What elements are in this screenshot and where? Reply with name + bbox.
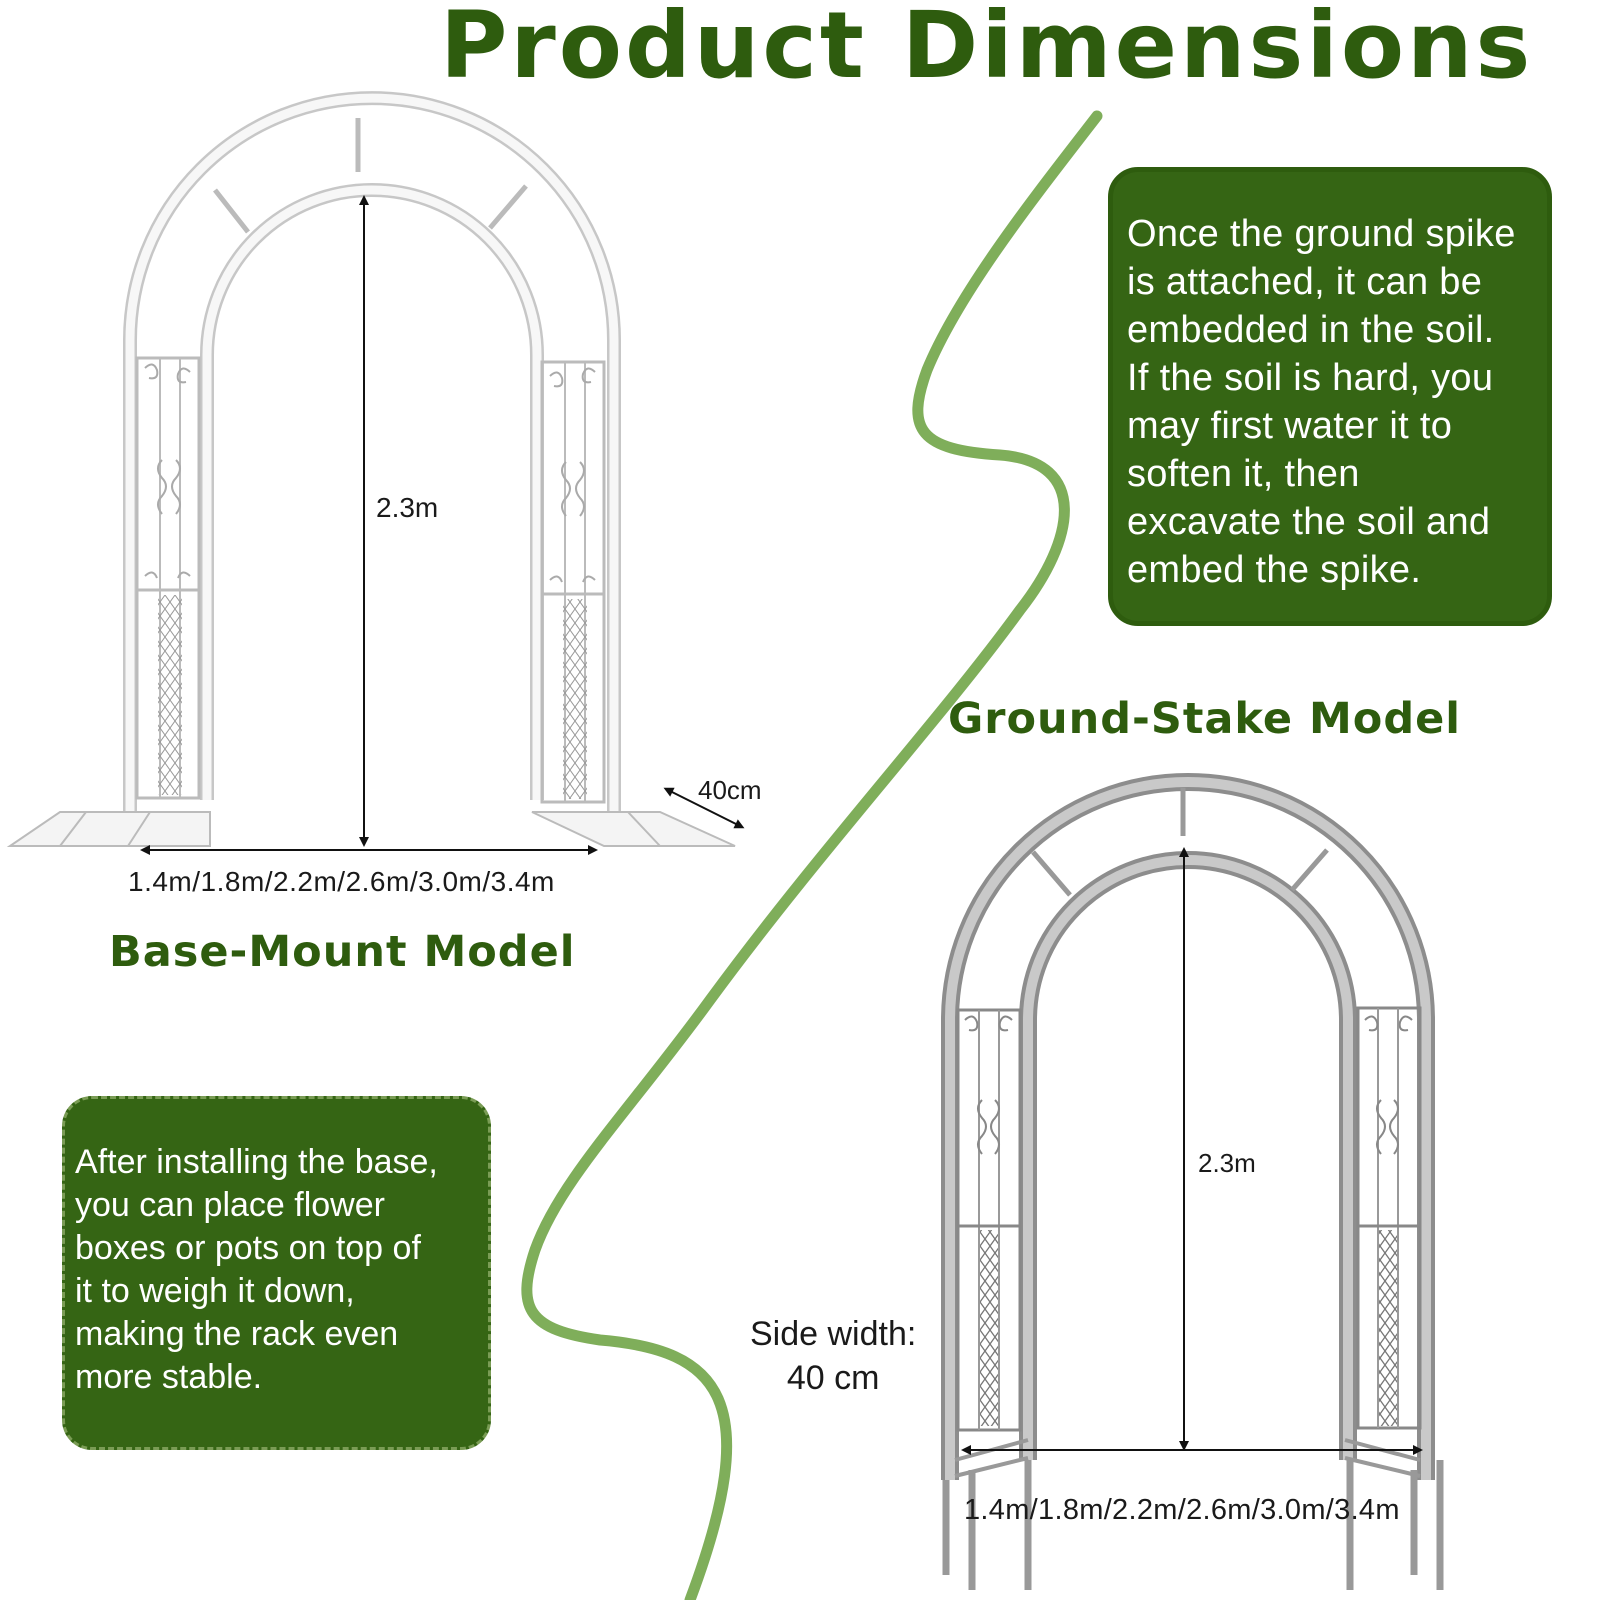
ground-stake-model-label: Ground-Stake Model (948, 694, 1462, 744)
base-mount-note-text: After installing the base, you can place… (75, 1143, 438, 1396)
stake-height-label: 2.3m (1198, 1148, 1256, 1178)
stake-side-width-label: Side width: 40 cm (750, 1315, 917, 1397)
base-mount-arch-illustration (6, 91, 736, 847)
divider-curve (521, 110, 1103, 1600)
ground-stake-note: Once the ground spike is attached, it ca… (1108, 167, 1552, 626)
page-title: Product Dimensions (440, 0, 1534, 99)
base-mount-model-label: Base-Mount Model (109, 927, 576, 977)
stake-width-label: 1.4m/1.8m/2.2m/2.6m/3.0m/3.4m (964, 1494, 1400, 1526)
ground-stake-note-text: Once the ground spike is attached, it ca… (1127, 213, 1516, 591)
base-depth-dimension-line (663, 787, 745, 829)
base-mount-note: After installing the base, you can place… (62, 1096, 491, 1450)
base-depth-label: 40cm (698, 775, 762, 805)
ground-stake-arch-illustration (941, 773, 1444, 1590)
base-height-label: 2.3m (376, 492, 439, 523)
base-width-label: 1.4m/1.8m/2.2m/2.6m/3.0m/3.4m (128, 866, 555, 897)
